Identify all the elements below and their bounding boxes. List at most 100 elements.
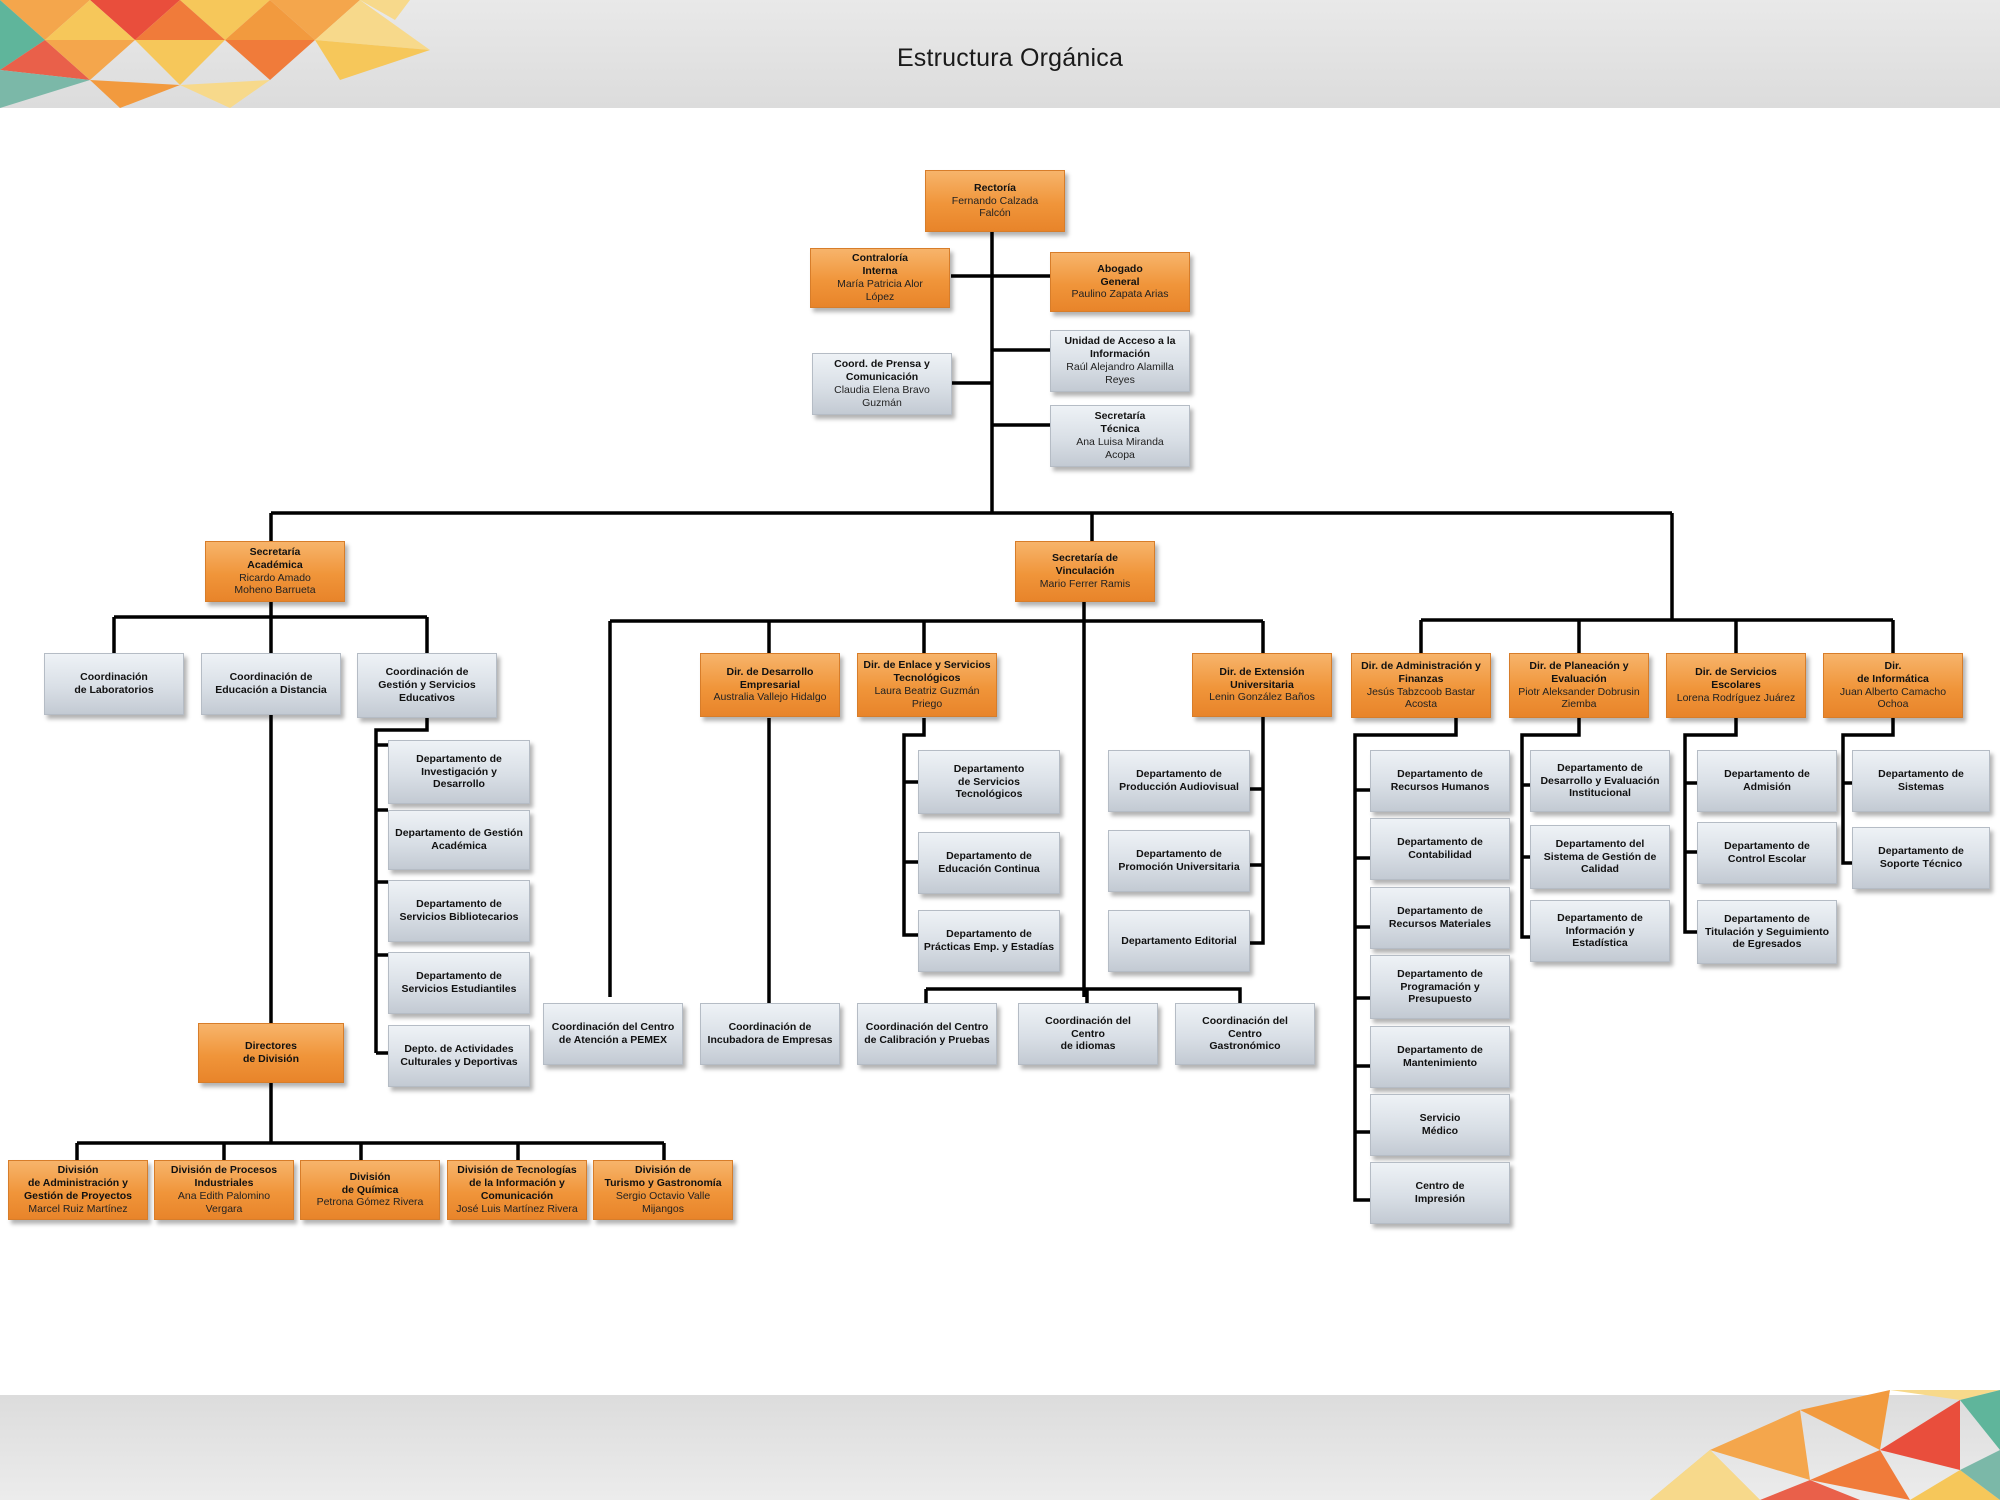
node-title: Departamento de Titulación y Seguimiento… bbox=[1704, 912, 1830, 951]
node-title: División de Turismo y Gastronomía bbox=[604, 1164, 722, 1190]
node-title: Departamento Editorial bbox=[1121, 934, 1237, 947]
node-title: Departamento de Programación y Presupues… bbox=[1397, 967, 1483, 1006]
node-dep-gestion-academica: Departamento de Gestión Académica bbox=[388, 810, 530, 870]
node-title: Unidad de Acceso a la Información bbox=[1064, 335, 1176, 361]
node-title: Rectoría bbox=[973, 181, 1016, 194]
node-person: Australia Vallejo Hidalgo bbox=[713, 691, 827, 704]
node-title: Dir. de Informática bbox=[1857, 659, 1929, 685]
node-dep-servicios-bibliotecarios: Departamento de Servicios Bibliotecarios bbox=[388, 880, 530, 942]
node-title: Dir. de Desarrollo Empresarial bbox=[726, 665, 814, 691]
node-title: Coordinación de Laboratorios bbox=[74, 671, 154, 696]
node-dep-servicios-estudiantiles: Departamento de Servicios Estudiantiles bbox=[388, 952, 530, 1014]
node-rectoria: Rectoría Fernando Calzada Falcón bbox=[925, 170, 1065, 232]
node-dep-practicas: Departamento de Prácticas Emp. y Estadía… bbox=[918, 910, 1060, 972]
node-dep-recursos-materiales: Departamento de Recursos Materiales bbox=[1370, 887, 1510, 949]
node-person: María Patricia Alor López bbox=[837, 278, 923, 303]
node-person: Sergio Octavio Valle Mijangos bbox=[615, 1190, 711, 1215]
node-title: Departamento de Prácticas Emp. y Estadía… bbox=[923, 928, 1055, 953]
node-title: Coordinación de Incubadora de Empresas bbox=[707, 1021, 833, 1046]
node-person: Piotr Aleksander Dobrusin Ziemba bbox=[1518, 685, 1640, 711]
node-division-turismo: División de Turismo y Gastronomía Sergio… bbox=[593, 1160, 733, 1220]
node-title: Secretaría de Vinculación bbox=[1052, 552, 1118, 578]
node-person: Juan Alberto Camacho Ochoa bbox=[1839, 685, 1947, 711]
node-title: Servicio Médico bbox=[1419, 1112, 1461, 1137]
node-dir-planeacion: Dir. de Planeación y Evaluación Piotr Al… bbox=[1509, 653, 1649, 718]
node-title: Coordinación de Gestión y Servicios Educ… bbox=[378, 666, 476, 704]
node-title: Coordinación del Centro de Atención a PE… bbox=[551, 1021, 675, 1046]
node-dep-investigacion: Departamento de Investigación y Desarrol… bbox=[388, 740, 530, 804]
node-title: Dir. de Enlace y Servicios Tecnológicos bbox=[863, 659, 991, 685]
node-person: Ricardo Amado Moheno Barrueta bbox=[234, 571, 316, 597]
node-title: División de Química bbox=[341, 1170, 399, 1196]
node-person: Lorena Rodríguez Juárez bbox=[1676, 691, 1796, 704]
node-person: Mario Ferrer Ramis bbox=[1039, 577, 1131, 590]
node-title: Directores de División bbox=[242, 1040, 299, 1065]
node-dir-extension: Dir. de Extensión Universitaria Lenin Go… bbox=[1192, 653, 1332, 717]
node-dir-servicios-escolares: Dir. de Servicios Escolares Lorena Rodrí… bbox=[1666, 653, 1806, 718]
node-dep-titulacion: Departamento de Titulación y Seguimiento… bbox=[1697, 900, 1837, 964]
node-coord-gestion-servicios: Coordinación de Gestión y Servicios Educ… bbox=[357, 653, 497, 718]
node-title: División de Administración y Gestión de … bbox=[24, 1164, 132, 1202]
node-person: Laura Beatriz Guzmán Priego bbox=[874, 685, 980, 710]
node-dep-contabilidad: Departamento de Contabilidad bbox=[1370, 818, 1510, 880]
footer-triangle-pattern bbox=[1650, 1390, 2000, 1500]
node-title: Centro de Impresión bbox=[1414, 1180, 1466, 1205]
node-title: Contraloría Interna bbox=[851, 252, 908, 278]
node-coord-laboratorios: Coordinación de Laboratorios bbox=[44, 653, 184, 715]
node-title: Departamento de Admisión bbox=[1724, 768, 1810, 793]
node-dir-informatica: Dir. de Informática Juan Alberto Camacho… bbox=[1823, 653, 1963, 718]
node-person: Petrona Gómez Rivera bbox=[316, 1196, 424, 1209]
node-person: Ana Edith Palomino Vergara bbox=[177, 1190, 271, 1215]
node-division-quimica: División de Química Petrona Gómez Rivera bbox=[300, 1160, 440, 1220]
node-coord-calibracion: Coordinación del Centro de Calibración y… bbox=[857, 1003, 997, 1065]
node-coord-prensa: Coord. de Prensa y Comunicación Claudia … bbox=[812, 353, 952, 415]
node-person: José Luis Martínez Rivera bbox=[456, 1202, 578, 1215]
node-title: Departamento del Sistema de Gestión de C… bbox=[1543, 837, 1657, 876]
node-division-administracion: División de Administración y Gestión de … bbox=[8, 1160, 148, 1220]
node-title: Coordinación del Centro de idiomas bbox=[1045, 1014, 1131, 1053]
node-dep-programacion: Departamento de Programación y Presupues… bbox=[1370, 955, 1510, 1019]
node-dep-control-escolar: Departamento de Control Escolar bbox=[1697, 822, 1837, 884]
node-centro-impresion: Centro de Impresión bbox=[1370, 1162, 1510, 1224]
node-title: Coordinación de Educación a Distancia bbox=[215, 671, 327, 696]
node-title: División de Procesos Industriales bbox=[170, 1164, 278, 1190]
node-title: Departamento de Servicios Bibliotecarios bbox=[399, 898, 519, 923]
node-person: Fernando Calzada Falcón bbox=[951, 194, 1039, 220]
node-dep-promocion-universitaria: Departamento de Promoción Universitaria bbox=[1108, 830, 1250, 892]
node-dep-admision: Departamento de Admisión bbox=[1697, 750, 1837, 812]
node-title: Departamento de Promoción Universitaria bbox=[1118, 848, 1240, 873]
node-title: Coord. de Prensa y Comunicación bbox=[834, 358, 930, 384]
node-division-tecnologias: División de Tecnologías de la Informació… bbox=[447, 1160, 587, 1220]
node-title: Departamento de Sistemas bbox=[1878, 768, 1964, 793]
node-secretaria-tecnica: Secretaría Técnica Ana Luisa Miranda Aco… bbox=[1050, 405, 1190, 467]
node-division-procesos: División de Procesos Industriales Ana Ed… bbox=[154, 1160, 294, 1220]
node-person: Claudia Elena Bravo Guzmán bbox=[834, 384, 930, 409]
node-title: Departamento de Contabilidad bbox=[1397, 836, 1483, 861]
node-coord-pemex: Coordinación del Centro de Atención a PE… bbox=[543, 1003, 683, 1065]
node-title: Coordinación del Centro de Calibración y… bbox=[864, 1021, 990, 1046]
node-dep-educacion-continua: Departamento de Educación Continua bbox=[918, 832, 1060, 894]
node-dep-recursos-humanos: Departamento de Recursos Humanos bbox=[1370, 750, 1510, 812]
node-title: Departamento de Información y Estadístic… bbox=[1557, 911, 1643, 950]
header-triangle-pattern bbox=[0, 0, 430, 108]
node-title: Departamento de Servicios Estudiantiles bbox=[401, 970, 517, 995]
node-abogado-general: Abogado General Paulino Zapata Arias bbox=[1050, 252, 1190, 312]
node-dep-actividades-culturales: Depto. de Actividades Culturales y Depor… bbox=[388, 1025, 530, 1087]
node-title: Departamento de Producción Audiovisual bbox=[1119, 768, 1239, 793]
node-title: Departamento de Mantenimiento bbox=[1397, 1044, 1483, 1069]
node-title: Departamento de Soporte Técnico bbox=[1878, 845, 1964, 870]
node-dir-administracion-finanzas: Dir. de Administración y Finanzas Jesús … bbox=[1351, 653, 1491, 718]
node-title: Dir. de Extensión Universitaria bbox=[1219, 665, 1305, 691]
node-title: Departamento de Investigación y Desarrol… bbox=[416, 752, 502, 791]
node-person: Paulino Zapata Arias bbox=[1071, 288, 1169, 301]
node-title: Dir. de Administración y Finanzas bbox=[1361, 659, 1481, 685]
node-title: Departamento de Recursos Materiales bbox=[1388, 905, 1492, 930]
node-title: División de Tecnologías de la Informació… bbox=[457, 1164, 577, 1202]
node-title: Abogado General bbox=[1097, 262, 1143, 288]
node-title: Departamento de Recursos Humanos bbox=[1390, 768, 1490, 793]
node-title: Departamento de Servicios Tecnológicos bbox=[953, 762, 1025, 801]
node-unidad-acceso: Unidad de Acceso a la Información Raúl A… bbox=[1050, 330, 1190, 392]
node-title: Dir. de Servicios Escolares bbox=[1695, 666, 1777, 692]
node-dep-mantenimiento: Departamento de Mantenimiento bbox=[1370, 1026, 1510, 1088]
node-dep-servicios-tecnologicos: Departamento de Servicios Tecnológicos bbox=[918, 750, 1060, 814]
